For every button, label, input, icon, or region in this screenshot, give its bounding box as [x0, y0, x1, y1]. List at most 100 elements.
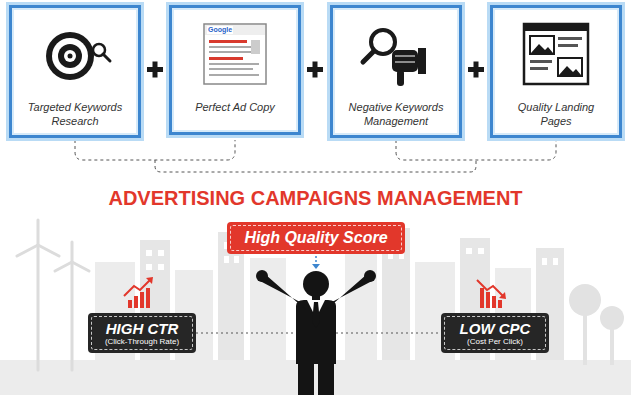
trend-up-icon: [128, 300, 132, 308]
dashed-bracket: [396, 140, 556, 160]
score-arrow: [315, 256, 317, 264]
trend-down-icon: [498, 300, 502, 308]
businessman: [303, 271, 329, 297]
landing-page-icon: [558, 44, 578, 47]
metric-box: HIGH CTR(Click-Through Rate): [88, 313, 196, 353]
card-fills: [330, 5, 462, 135]
card-fills: [490, 5, 622, 135]
score-badge: High Quality Score: [227, 222, 405, 254]
logo-text: Google: [207, 26, 233, 34]
trees: [610, 325, 614, 365]
thumb-down-magnifier-icon: [397, 70, 404, 86]
feature-card: Targeted Keywords Research: [9, 5, 141, 138]
trend-down-icon: [480, 288, 484, 308]
building-windows: [158, 250, 164, 256]
businessman: [296, 300, 336, 364]
trend-up-icon: [146, 277, 153, 284]
thumb-down-magnifier-icon: [392, 50, 418, 72]
node-text: High Quality Score: [244, 229, 387, 247]
ad-copy-icon: [251, 40, 260, 54]
card-fills: [9, 5, 141, 135]
businessman: [312, 302, 320, 328]
building-windows: [542, 258, 547, 265]
dashed-bracket: [155, 160, 476, 172]
building-windows: [146, 264, 152, 270]
businessman: [260, 275, 306, 310]
card-fills: [9, 5, 622, 135]
thumb-down-magnifier-icon: [418, 48, 426, 74]
trend-down-icon: [477, 280, 503, 296]
ad-copy-icon: [209, 68, 253, 70]
building-windows: [158, 264, 164, 270]
businessman: [364, 270, 376, 282]
wind-turbines: [55, 262, 72, 271]
node-text: Perfect Ad Copy: [180, 100, 290, 114]
businessman: [256, 270, 376, 395]
landing-page-icon: [531, 44, 553, 53]
wind-turbines: [38, 245, 59, 256]
landing-page-icon: [530, 67, 548, 70]
target-icon: [68, 54, 73, 59]
trend-down-icon: [486, 292, 490, 308]
ad-copy-icon: [204, 24, 266, 84]
landing-page-icon: [524, 24, 588, 84]
ad-copy-icon: [209, 40, 247, 43]
landing-page-icon: [530, 60, 552, 63]
score-arrow: [312, 256, 320, 269]
ad-copy-icon: [209, 63, 259, 65]
thumb-down-magnifier-icon: [395, 62, 415, 63]
thumb-down-magnifier-icon: [363, 30, 426, 86]
node-text: LOW CPC: [460, 320, 531, 337]
trend-up-icon: [124, 277, 153, 308]
thumb-down-magnifier-icon: [395, 56, 415, 57]
wind-turbines: [71, 262, 74, 370]
businessman: [256, 270, 268, 282]
building-windows: [466, 248, 472, 254]
target-icon: [103, 54, 110, 61]
building-windows: [146, 250, 152, 256]
target-icon: [58, 44, 82, 68]
plus-symbols: [474, 62, 479, 78]
ad-copy-icon: [209, 51, 255, 53]
ad-copy-icon: [209, 57, 243, 60]
wind-turbines: [71, 242, 74, 262]
trend-up-icon: [124, 280, 150, 296]
feature-card: Perfect Ad Copy: [169, 5, 301, 135]
building-windows: [234, 256, 239, 263]
dashed-bracket: [75, 140, 235, 160]
ad-copy-icon: [205, 25, 265, 35]
node-text: Targeted Keywords Research: [20, 100, 130, 129]
target-icon: [46, 32, 94, 80]
plus-symbols: [313, 62, 318, 78]
wind-turbines: [17, 245, 38, 256]
trend-down-icon: [499, 292, 506, 299]
wind-turbines: [37, 245, 40, 370]
landing-page-icon: [559, 66, 581, 75]
landing-page-icon: [530, 36, 554, 54]
node-text: Quality Landing Pages: [501, 100, 611, 129]
diagram-title: ADVERTISING CAMPAIGNS MANAGEMENT: [0, 186, 631, 210]
trend-up-icon: [146, 288, 150, 308]
metric-box: LOW CPC(Cost Per Click): [441, 313, 549, 353]
target-icon: [46, 32, 110, 80]
businessman: [326, 275, 372, 310]
thumb-down-magnifier-icon: [363, 51, 374, 62]
wind-turbines: [17, 220, 89, 370]
landing-page-icon: [558, 37, 582, 40]
node-text: HIGH CTR: [106, 320, 179, 337]
trees: [583, 310, 587, 365]
trees: [569, 284, 624, 365]
node-subtext: (Click-Through Rate): [105, 337, 179, 347]
dashed-bracket: [75, 140, 556, 172]
trend-up-icon: [140, 292, 144, 308]
node-text: Negative Keywords Management: [341, 100, 451, 129]
landing-page-icon: [524, 24, 588, 84]
feature-card: Negative Keywords Management: [330, 5, 462, 138]
feature-card: Quality Landing Pages: [490, 5, 622, 138]
trend-down-icon: [492, 296, 496, 308]
ad-copy-icon: [204, 24, 266, 84]
ad-copy-icon: [209, 74, 259, 76]
node-subtext: (Cost Per Click): [467, 337, 523, 347]
building-windows: [478, 248, 484, 254]
building-windows: [553, 258, 558, 265]
